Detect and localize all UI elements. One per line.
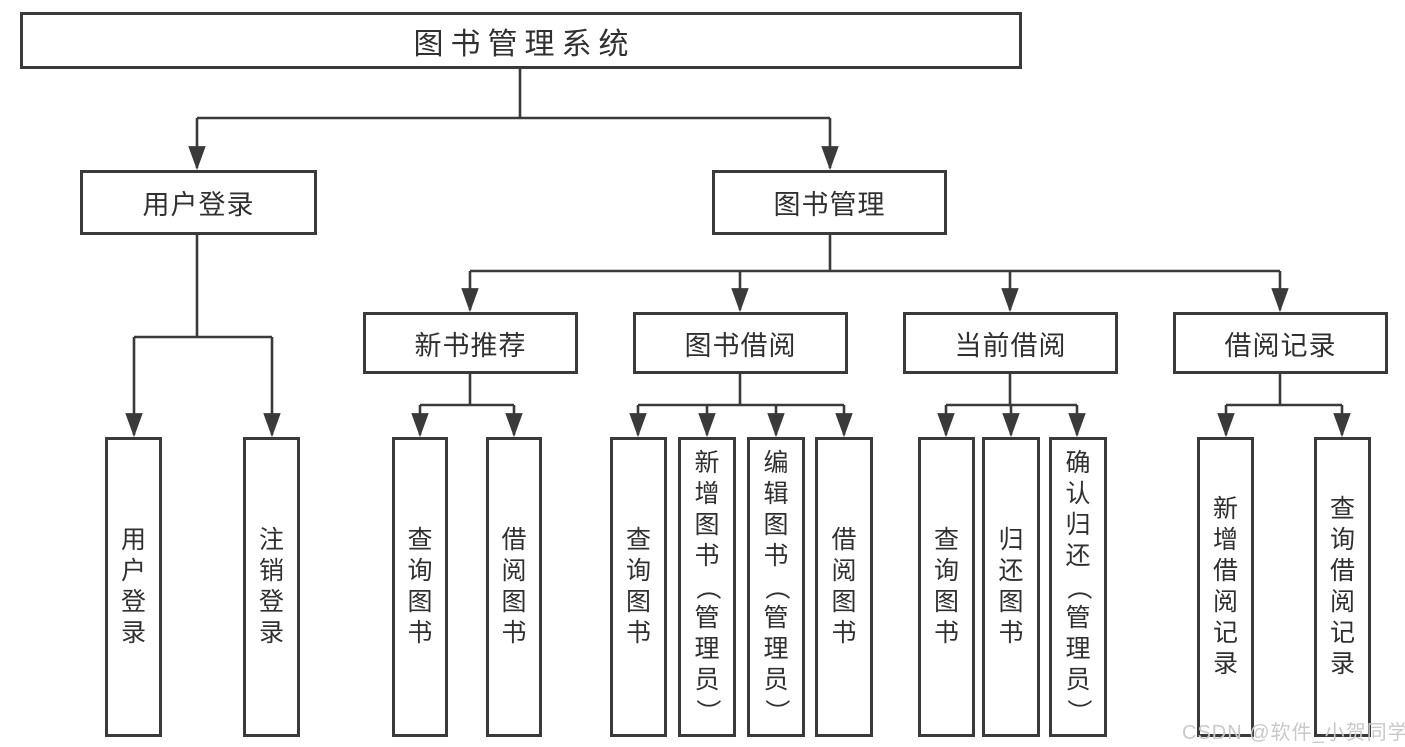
leaf-query-borrow-record: 查询借阅记录 <box>1314 437 1371 737</box>
node-library-system: 图书管理系统 <box>20 12 1022 69</box>
node-book-management-label: 图书管理 <box>773 190 886 220</box>
leaf-add-borrow-record: 新增借阅记录 <box>1197 437 1254 737</box>
leaf-add-book-admin: 新增图书（管理员） <box>678 437 736 737</box>
node-book-borrow-label: 图书借阅 <box>684 330 797 361</box>
node-new-book-recommend-label: 新书推荐 <box>414 330 527 361</box>
node-user-login-label: 用户登录 <box>142 190 255 220</box>
node-library-system-label: 图书管理系统 <box>413 27 636 61</box>
leaf-borrow-books-2: 借阅图书 <box>815 437 873 737</box>
node-book-management: 图书管理 <box>712 170 947 235</box>
node-current-borrow-label: 当前借阅 <box>954 330 1067 361</box>
leaf-query-books-1: 查询图书 <box>392 437 448 737</box>
leaf-query-books-2: 查询图书 <box>610 437 667 737</box>
leaf-user-login: 用户登录 <box>105 437 162 737</box>
leaf-borrow-books-1: 借阅图书 <box>486 437 542 737</box>
watermark-csdn: CSDN @软件_小贺同学 <box>1182 722 1405 744</box>
leaf-logout: 注销登录 <box>243 437 300 737</box>
leaf-confirm-return-admin: 确认归还（管理员） <box>1049 437 1107 737</box>
leaf-return-book: 归还图书 <box>982 437 1040 737</box>
leaf-query-books-3: 查询图书 <box>918 437 975 737</box>
node-new-book-recommend: 新书推荐 <box>363 312 578 374</box>
node-current-borrow: 当前借阅 <box>903 312 1118 374</box>
node-book-borrow: 图书借阅 <box>633 312 848 374</box>
node-borrow-records: 借阅记录 <box>1173 312 1388 374</box>
node-borrow-records-label: 借阅记录 <box>1224 330 1337 361</box>
node-user-login: 用户登录 <box>80 170 317 235</box>
leaf-edit-book-admin: 编辑图书（管理员） <box>747 437 805 737</box>
